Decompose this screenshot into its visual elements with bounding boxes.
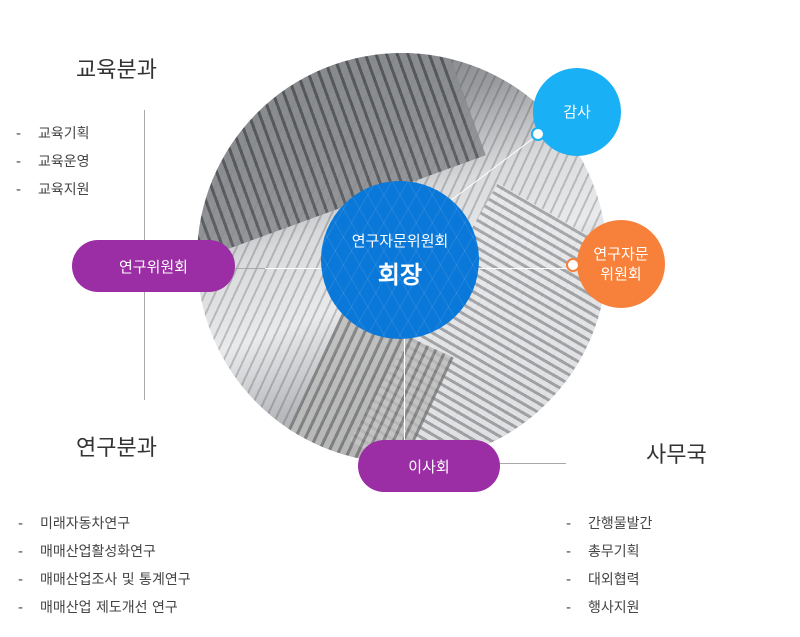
advisory-label-line2: 위원회 <box>600 265 642 283</box>
dash: - <box>18 600 24 616</box>
list-item: -매매산업 제도개선 연구 <box>18 594 191 622</box>
list-item: -매매산업조사 및 통계연구 <box>18 566 191 594</box>
list-item-label: 매매산업조사 및 통계연구 <box>40 572 191 588</box>
dash: - <box>566 544 572 560</box>
board-label: 이사회 <box>408 457 450 476</box>
connector-dot <box>531 127 545 141</box>
list-item-label: 매매산업활성화연구 <box>40 544 156 560</box>
list-item: -행사지원 <box>566 594 652 622</box>
research-title: 연구분과 <box>76 436 157 461</box>
office-title: 사무국 <box>646 443 707 468</box>
list-item: -총무기획 <box>566 538 652 566</box>
dash: - <box>18 516 24 532</box>
connector-dot <box>566 258 580 272</box>
office-list: -간행물발간 -총무기획 -대외협력 -행사지원 <box>566 510 652 622</box>
chairman-org: 연구자문위원회 <box>351 232 449 250</box>
dash: - <box>18 544 24 560</box>
education-list: -교육기획 -교육운영 -교육지원 <box>16 120 90 204</box>
education-title: 교육분과 <box>76 58 157 83</box>
board-node: 이사회 <box>358 440 500 492</box>
connector-line <box>500 463 566 464</box>
list-item-label: 총무기획 <box>588 544 640 560</box>
list-item: -교육운영 <box>16 148 90 176</box>
list-item-label: 간행물발간 <box>588 516 653 532</box>
connector-line <box>477 268 577 269</box>
list-item-label: 교육운영 <box>38 154 90 170</box>
list-item: -교육지원 <box>16 176 90 204</box>
list-item-label: 미래자동차연구 <box>40 516 131 532</box>
dash: - <box>566 516 572 532</box>
chairman-title: 회장 <box>377 261 423 289</box>
advisory-label-line1: 연구자문 <box>593 245 649 263</box>
list-item-label: 교육지원 <box>38 182 90 198</box>
list-item: -간행물발간 <box>566 510 652 538</box>
list-item-label: 대외협력 <box>588 572 640 588</box>
list-item-label: 교육기획 <box>38 126 90 142</box>
audit-node: 감사 <box>533 68 621 156</box>
chairman-node: 연구자문위원회 회장 <box>321 181 479 339</box>
connector-line <box>235 268 265 269</box>
list-item-label: 매매산업 제도개선 연구 <box>40 600 178 616</box>
list-item: -미래자동차연구 <box>18 510 191 538</box>
dash: - <box>16 182 22 198</box>
audit-label: 감사 <box>563 103 591 121</box>
list-item-label: 행사지원 <box>588 600 640 616</box>
list-item: -대외협력 <box>566 566 652 594</box>
research-committee-node: 연구위원회 <box>72 240 235 292</box>
dash: - <box>16 126 22 142</box>
dash: - <box>16 154 22 170</box>
list-item: -교육기획 <box>16 120 90 148</box>
research-list: -미래자동차연구 -매매산업활성화연구 -매매산업조사 및 통계연구 -매매산업… <box>18 510 191 622</box>
dash: - <box>566 600 572 616</box>
dash: - <box>18 572 24 588</box>
connector-line <box>404 335 405 441</box>
dash: - <box>566 572 572 588</box>
connector-line <box>235 268 325 269</box>
research-committee-label: 연구위원회 <box>118 257 188 276</box>
list-item: -매매산업활성화연구 <box>18 538 191 566</box>
